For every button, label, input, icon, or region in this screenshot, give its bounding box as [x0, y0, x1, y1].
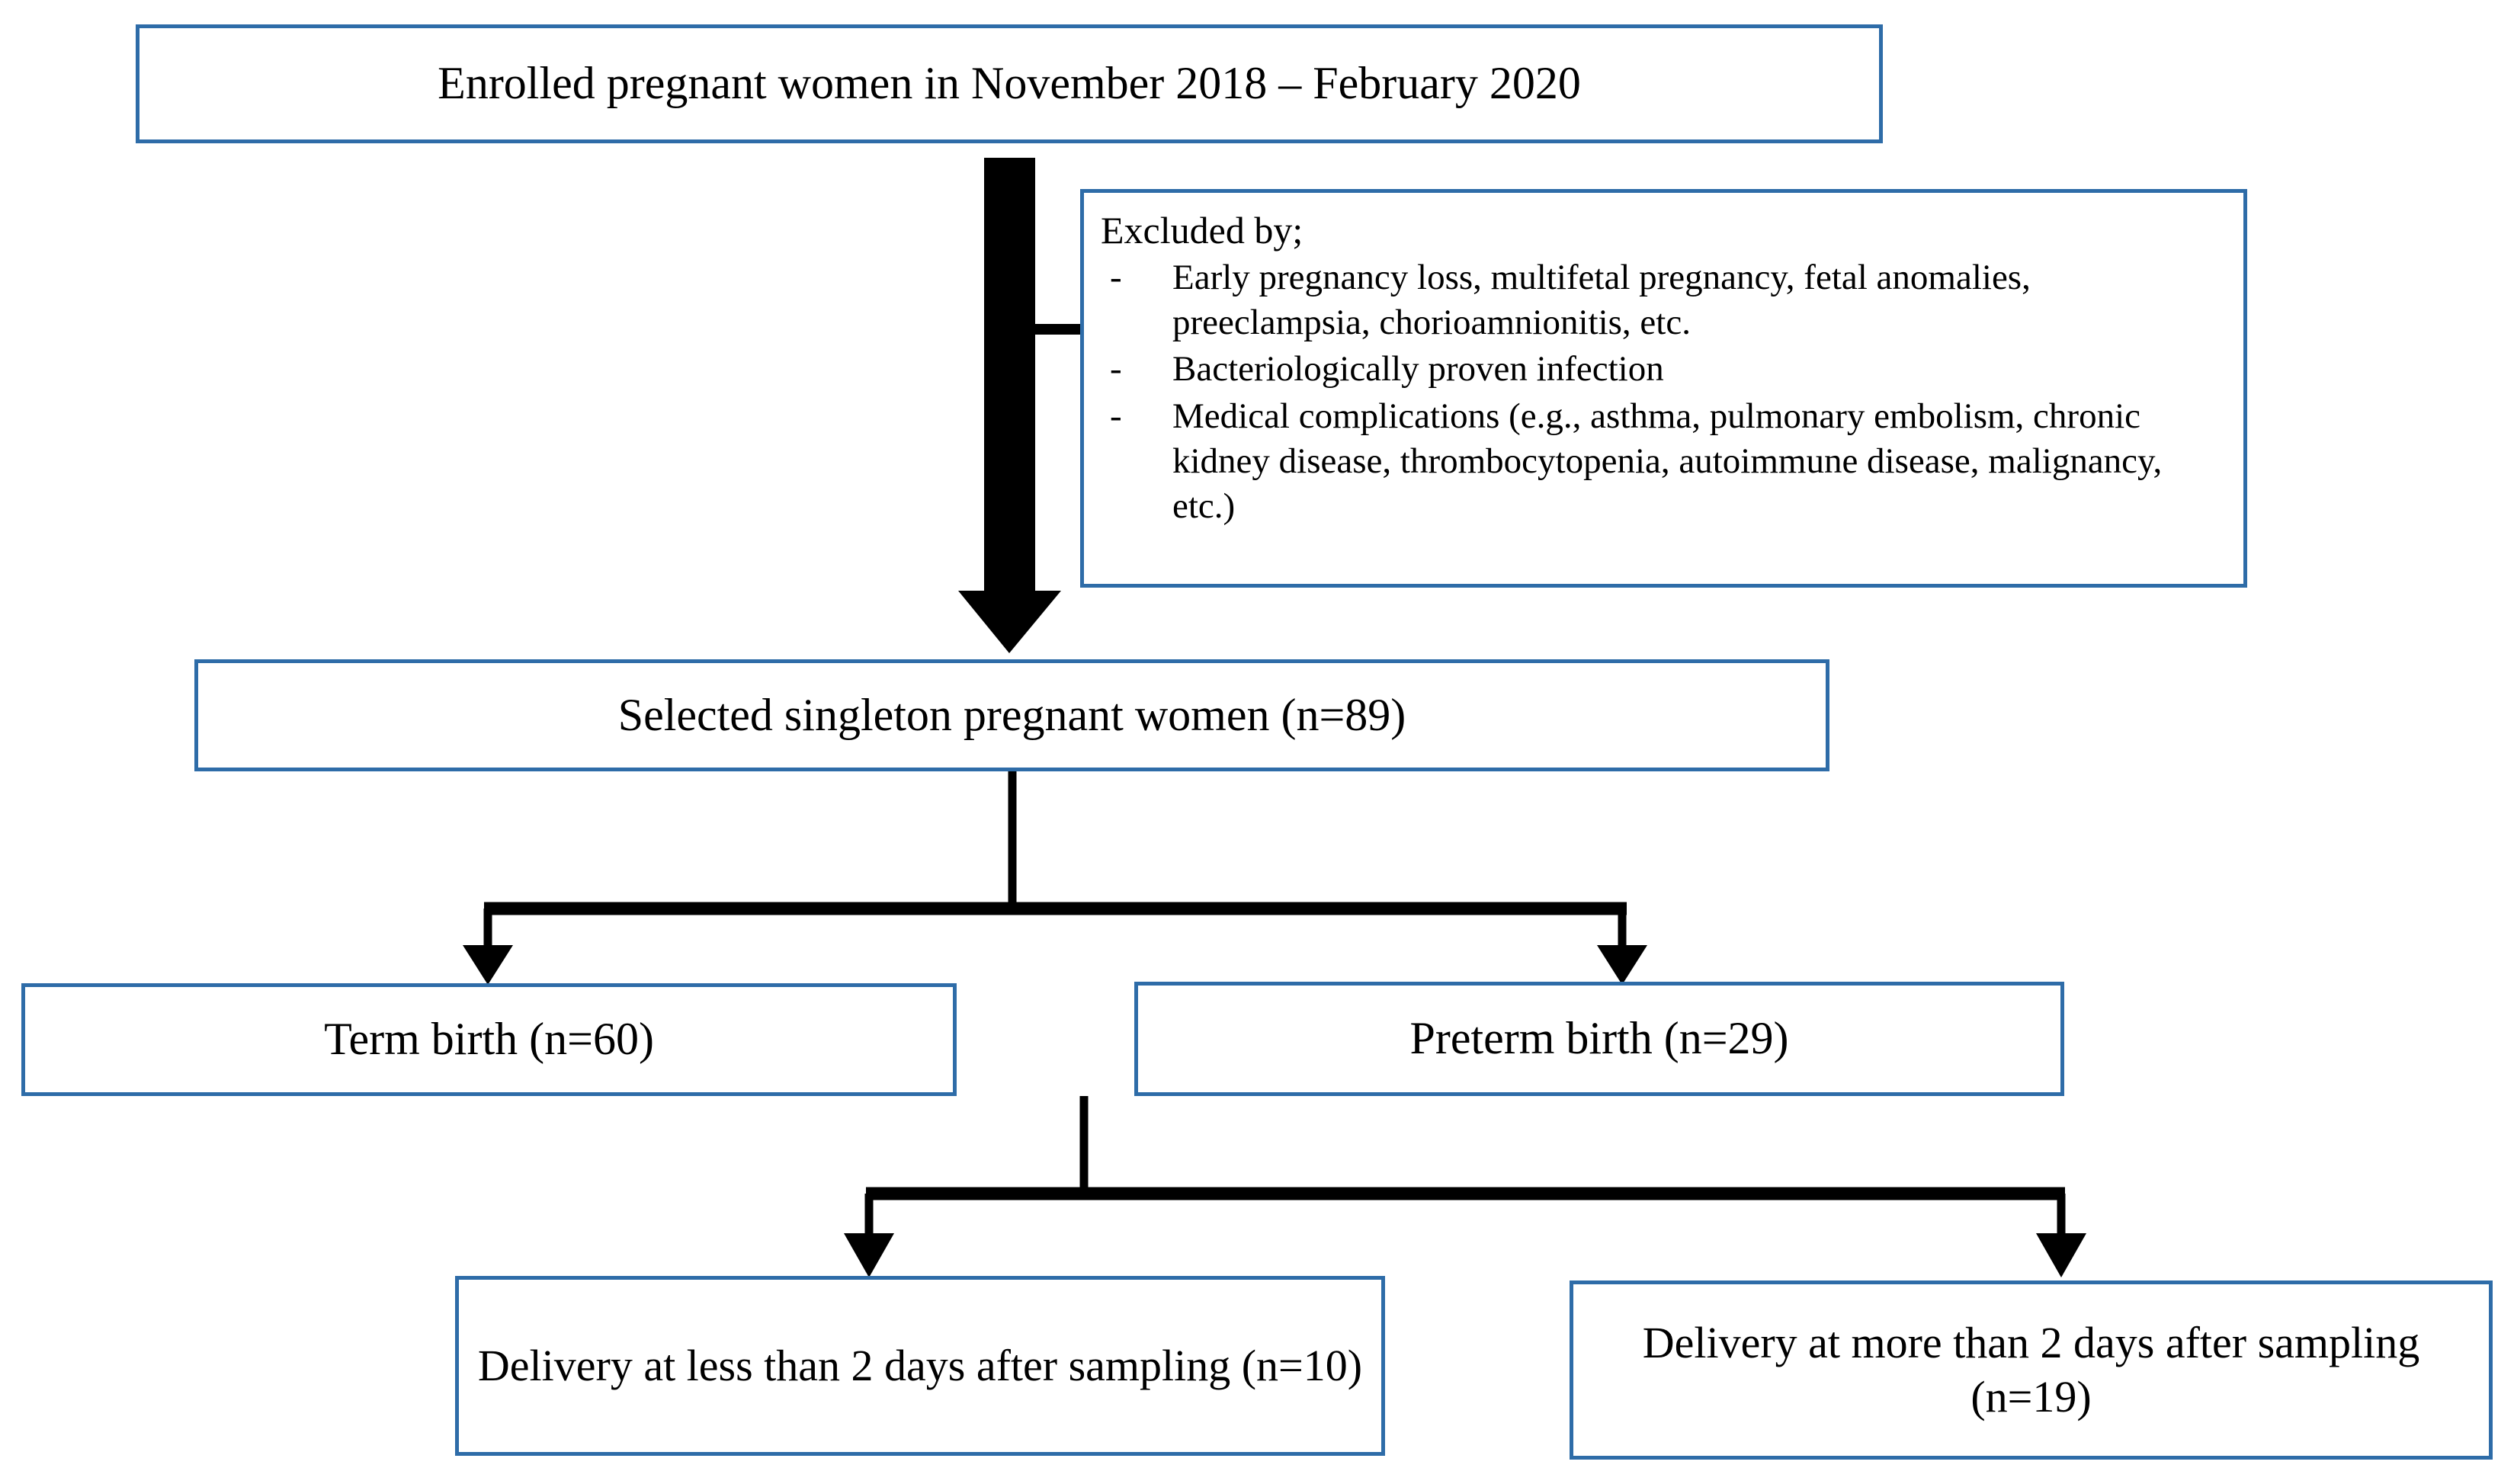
- exclusion-list-item: - Early pregnancy loss, multifetal pregn…: [1101, 255, 2224, 345]
- node-delivery-more-label: Delivery at more than 2 days after sampl…: [1642, 1317, 2420, 1421]
- exclusion-list-item: - Medical complications (e.g., asthma, p…: [1101, 394, 2224, 530]
- thick-down-arrow-icon: [958, 158, 1061, 653]
- node-term-birth: Term birth (n=60): [21, 983, 957, 1096]
- node-preterm-birth: Preterm birth (n=29): [1134, 982, 2064, 1096]
- node-delivery-more-than-2-days: Delivery at more than 2 days after sampl…: [1570, 1280, 2493, 1460]
- node-selected-singleton-women: Selected singleton pregnant women (n=89): [194, 659, 1829, 771]
- exclusion-item-text: Early pregnancy loss, multifetal pregnan…: [1172, 258, 2031, 343]
- node-enrolled-label: Enrolled pregnant women in November 2018…: [438, 58, 1581, 109]
- node-term-birth-label: Term birth (n=60): [324, 1014, 654, 1065]
- split-connector-1: [463, 771, 1647, 985]
- exclusion-list: - Early pregnancy loss, multifetal pregn…: [1101, 255, 2224, 529]
- bullet-dash-icon: -: [1110, 396, 1122, 436]
- bullet-dash-icon: -: [1110, 258, 1122, 297]
- node-delivery-less-label: Delivery at less than 2 days after sampl…: [477, 1340, 1363, 1390]
- node-exclusion-criteria: Excluded by; - Early pregnancy loss, mul…: [1080, 189, 2247, 588]
- node-preterm-birth-label: Preterm birth (n=29): [1409, 1013, 1789, 1064]
- node-enrolled-pregnant-women: Enrolled pregnant women in November 2018…: [136, 24, 1883, 143]
- exclusion-list-item: - Bacteriologically proven infection: [1101, 347, 2224, 392]
- bullet-dash-icon: -: [1110, 349, 1122, 389]
- node-selected-label: Selected singleton pregnant women (n=89): [617, 689, 1406, 740]
- node-delivery-less-than-2-days: Delivery at less than 2 days after sampl…: [455, 1276, 1385, 1456]
- exclusion-item-text: Medical complications (e.g., asthma, pul…: [1172, 396, 2163, 527]
- exclusion-item-text: Bacteriologically proven infection: [1172, 349, 1664, 389]
- split-connector-2: [844, 1096, 2086, 1277]
- exclusion-heading: Excluded by;: [1101, 209, 1303, 252]
